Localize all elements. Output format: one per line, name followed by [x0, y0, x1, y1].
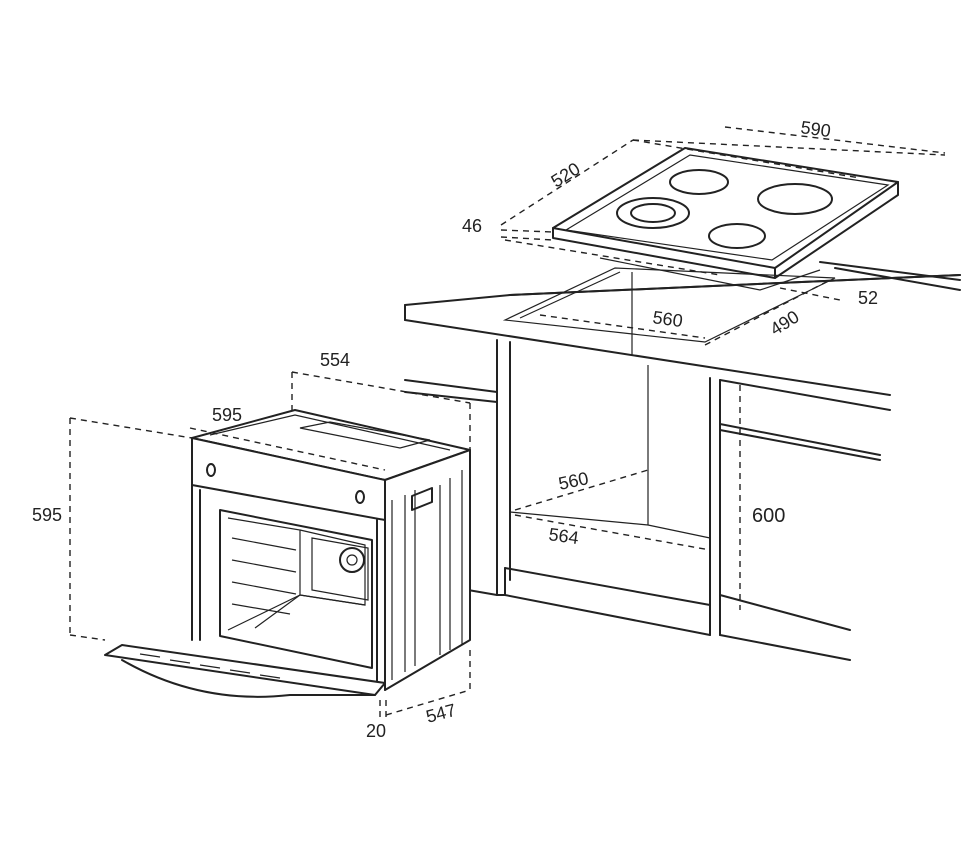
right-knob-icon [355, 490, 365, 504]
cooking-zone-front-left [616, 197, 690, 229]
label-cutout-depth: 490 [767, 307, 803, 340]
label-door-thickness: 20 [366, 721, 386, 741]
label-cutout-width: 560 [651, 307, 684, 331]
cooking-zone-front-left-inner [630, 203, 676, 223]
label-oven-depth-top: 554 [320, 350, 350, 370]
oven [104, 409, 471, 698]
label-hob-height: 46 [462, 216, 482, 236]
hob-dimensions [500, 126, 946, 346]
label-niche-width: 560 [557, 468, 591, 494]
cooking-zone-rear-right [757, 183, 833, 215]
label-niche-height: 600 [752, 505, 785, 527]
oven-dimensions [69, 371, 471, 720]
label-niche-inner-width: 564 [547, 524, 580, 548]
label-oven-width: 595 [212, 405, 242, 425]
label-cutout-offset: 52 [858, 288, 878, 308]
hob [552, 147, 899, 291]
label-oven-depth: 547 [424, 700, 458, 727]
left-knob-icon [206, 463, 216, 477]
niche-dimensions [514, 385, 741, 610]
label-hob-depth: 520 [548, 159, 584, 192]
cooking-zone-front-right [708, 223, 766, 249]
fan-icon [339, 547, 365, 573]
label-oven-height: 595 [32, 505, 62, 525]
label-hob-width: 590 [799, 117, 832, 141]
kitchen-cabinet [404, 261, 961, 661]
cooking-zone-rear-left [669, 169, 729, 195]
